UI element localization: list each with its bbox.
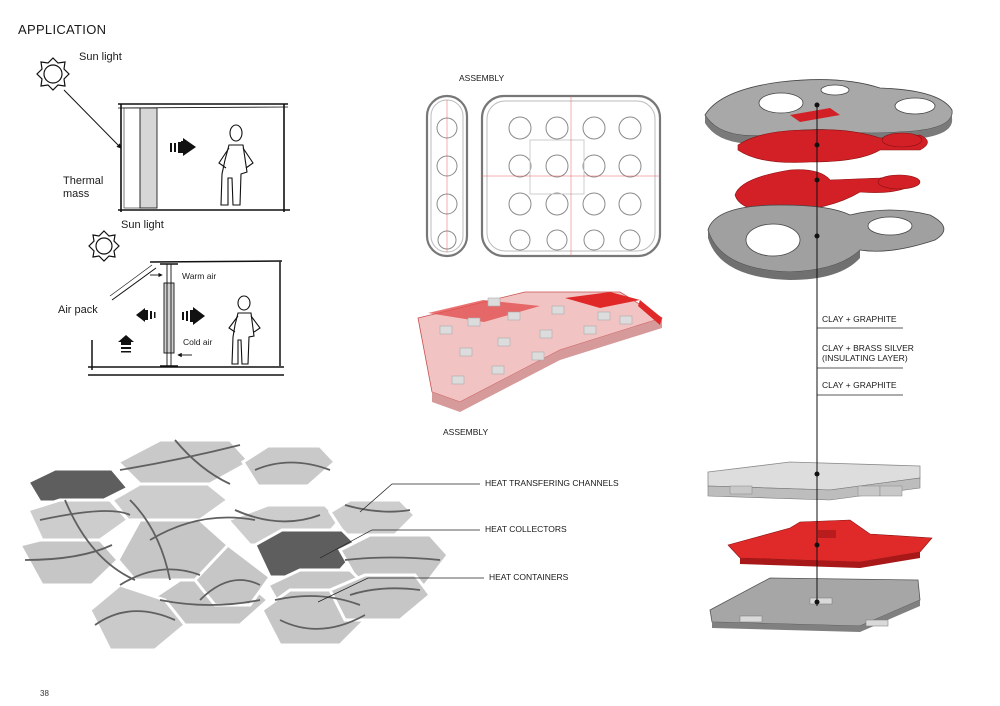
sun-light-label-1: Sun light (79, 51, 122, 63)
hex-callout-lines (317, 483, 484, 603)
red-layer-upper (737, 108, 928, 163)
layer-label-2-line2: (INSULATING LAYER) (822, 353, 908, 363)
warm-air-label: Warm air (182, 271, 217, 281)
heat-arrow-icon-1 (170, 138, 196, 156)
heat-collectors-label: HEAT COLLECTORS (485, 524, 567, 534)
hex-tile-assembly (17, 438, 450, 652)
thermal-mass-label-line1: Thermal (63, 175, 104, 187)
assembly-label-top: ASSEMBLY (459, 73, 505, 83)
clear-tray-layer (707, 461, 921, 501)
air-pack-label: Air pack (58, 304, 98, 316)
sun-icon-2 (88, 230, 120, 262)
assembly-panel-3d (417, 291, 663, 412)
sun-icon-1 (36, 57, 70, 91)
page-title: APPLICATION (18, 22, 107, 37)
exploded-layers-drawing (704, 79, 953, 632)
heat-arrow-icon-3 (182, 307, 205, 325)
person-icon-2 (228, 295, 261, 365)
layer-label-1: CLAY + GRAPHITE (822, 314, 897, 324)
assembly-grid (480, 94, 662, 258)
assembly-plan-drawing (425, 94, 662, 258)
page-number: 38 (40, 689, 49, 698)
layer-label-3: CLAY + GRAPHITE (822, 380, 897, 390)
assembly-column (425, 94, 469, 258)
bottom-gray-layer (707, 204, 945, 280)
heat-containers-label: HEAT CONTAINERS (489, 572, 569, 582)
cold-air-label: Cold air (183, 337, 213, 347)
base-plate-layer (709, 577, 921, 632)
thermal-mass-label-line2: mass (63, 188, 90, 200)
layer-label-2-line1: CLAY + BRASS SILVER (822, 343, 914, 353)
person-icon-1 (218, 124, 254, 206)
sun-light-label-2: Sun light (121, 219, 164, 231)
air-pack-sketch (88, 230, 284, 376)
assembly-label-bottom: ASSEMBLY (443, 427, 489, 437)
heat-up-icon (118, 335, 134, 353)
red-plate-layer (727, 519, 933, 568)
heat-arrow-icon-2 (136, 308, 156, 322)
heat-channels-label: HEAT TRANSFERING CHANNELS (485, 478, 619, 488)
thermal-mass-sketch (36, 57, 290, 212)
